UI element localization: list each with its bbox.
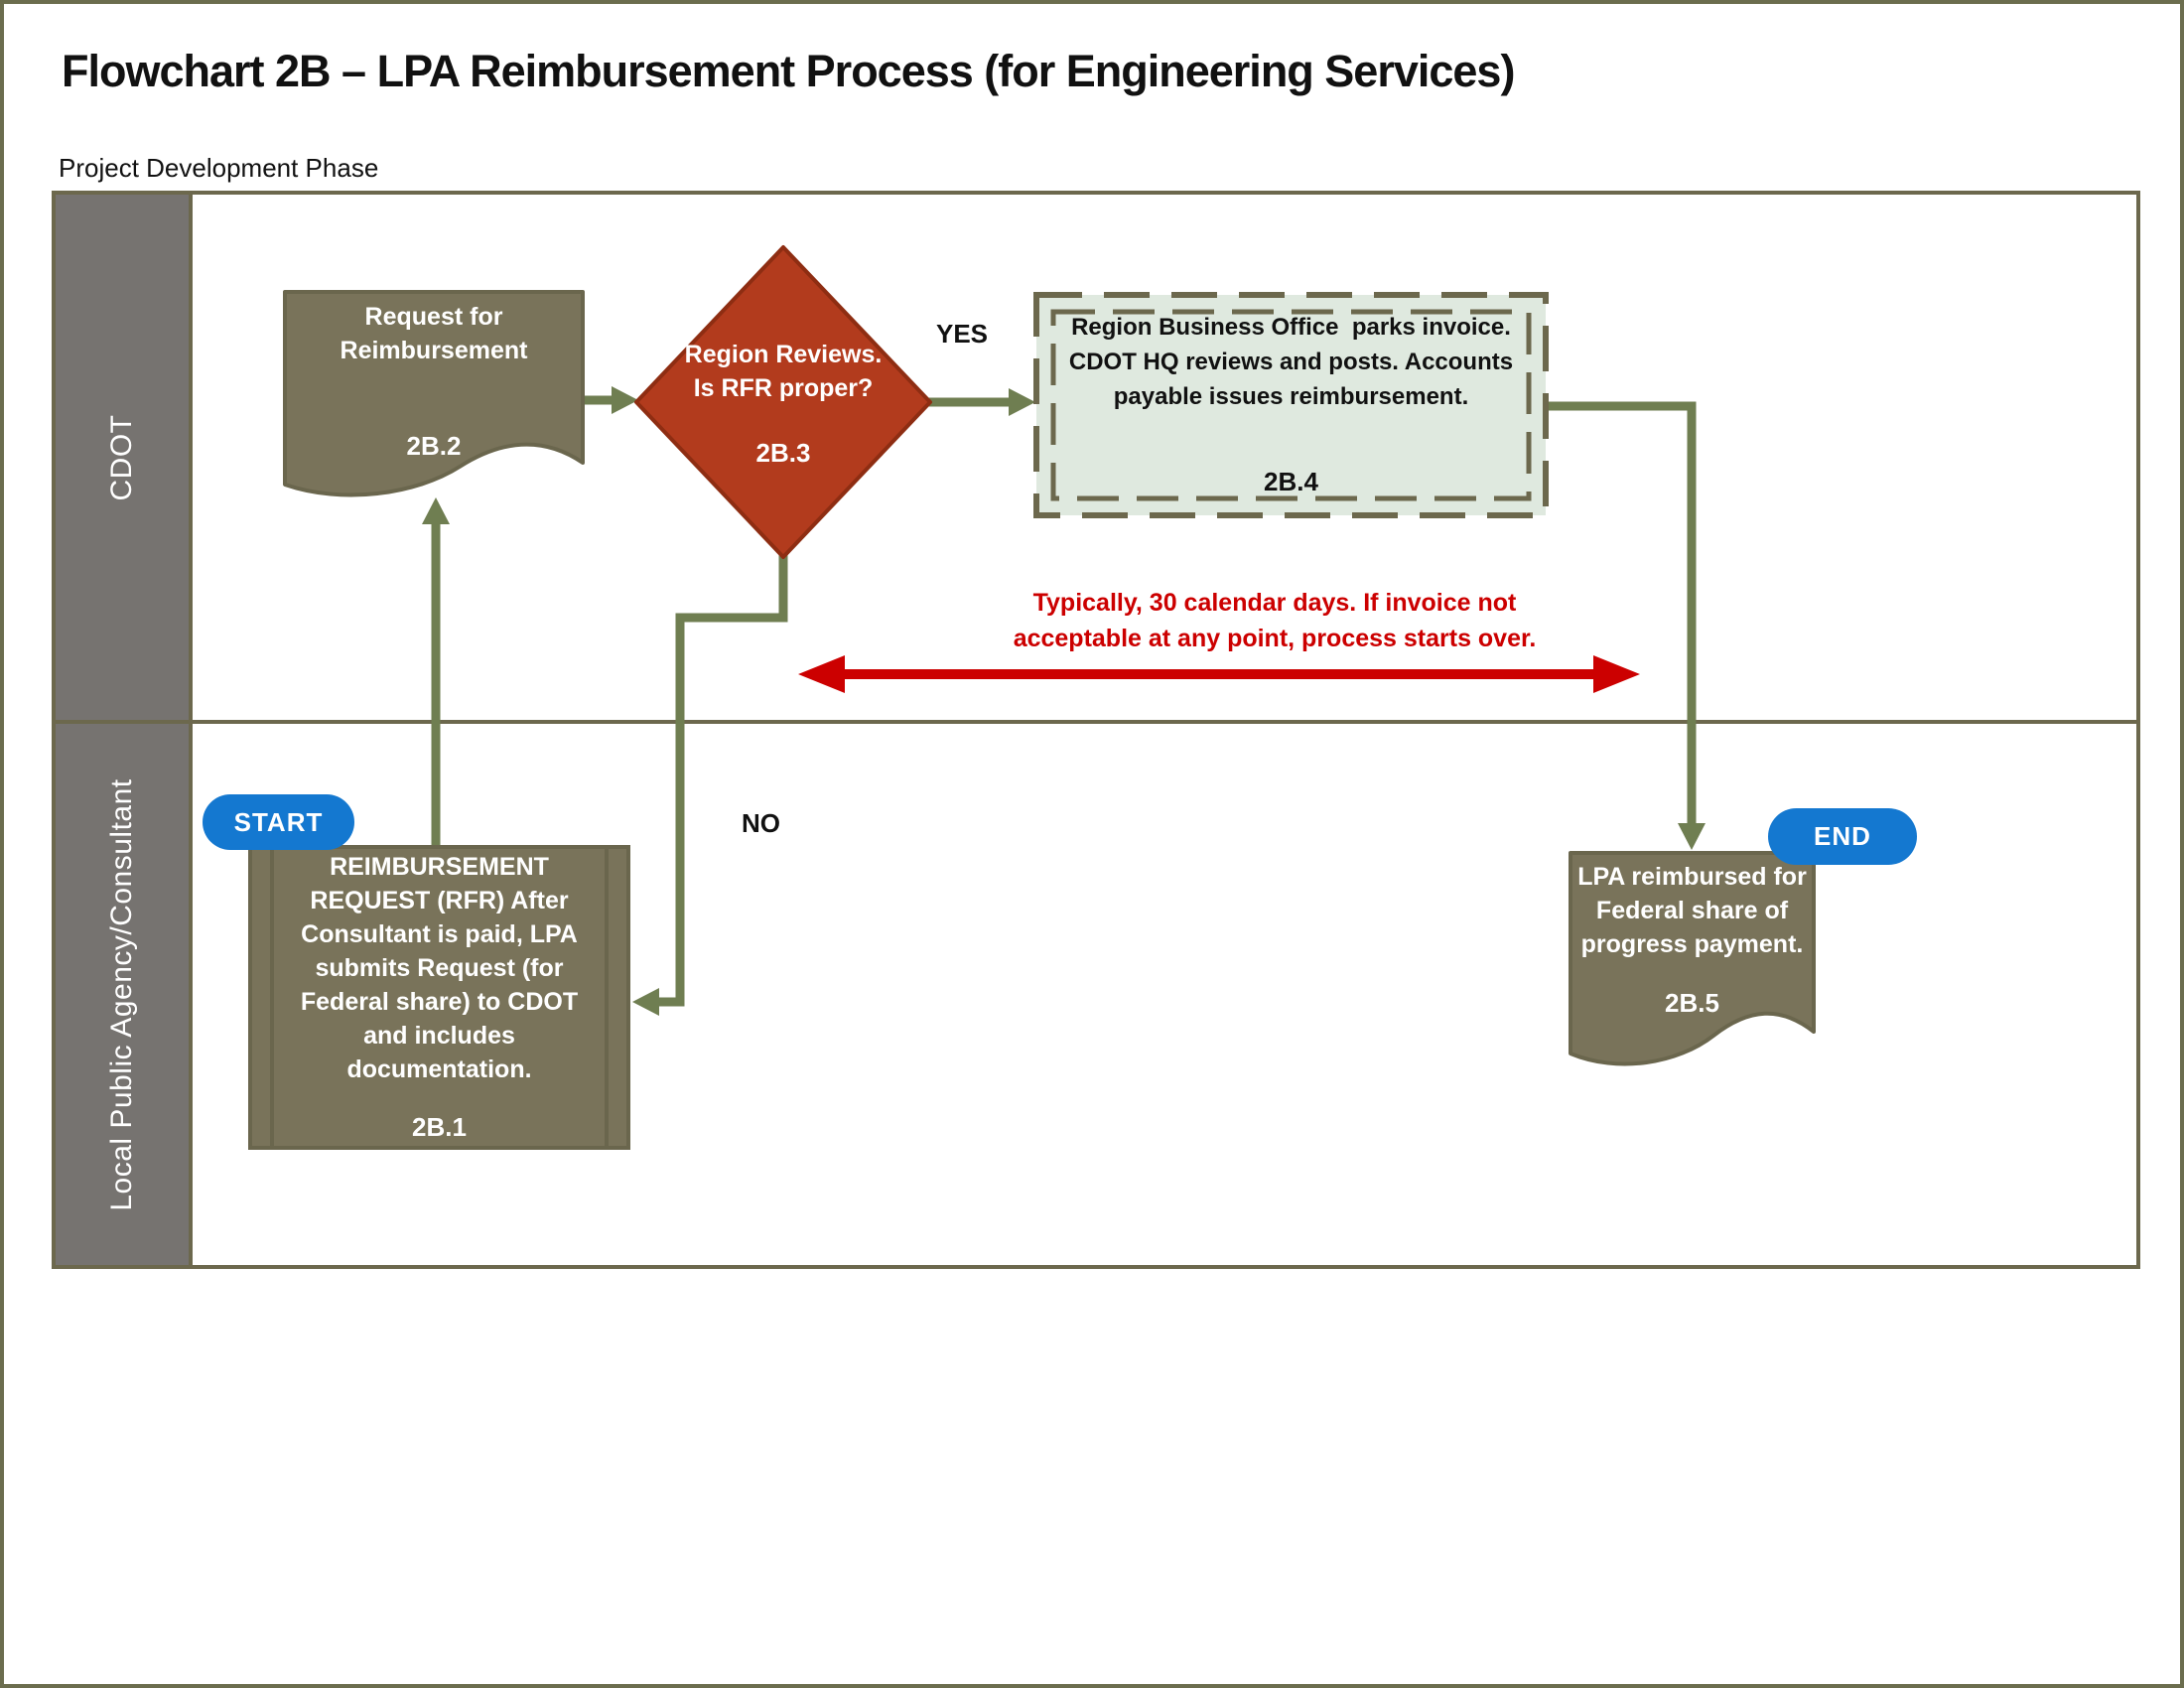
node-2b4-text: Region Business Office parks invoice. CD… — [1068, 314, 1514, 410]
node-2b1-text: REIMBURSEMENT REQUEST (RFR) After Consul… — [300, 853, 579, 1083]
node-2b2-text: Request for Reimbursement — [340, 303, 528, 364]
lane-label-lpa: Local Public Agency/Consultant — [105, 777, 138, 1211]
edge-label-no: NO — [742, 808, 780, 838]
lane-label-cdot: CDOT — [105, 414, 138, 500]
phase-label: Project Development Phase — [59, 153, 379, 183]
page-title: Flowchart 2B – LPA Reimbursement Process… — [62, 46, 1515, 96]
node-2b2-id: 2B.2 — [406, 431, 462, 461]
end-label: END — [1814, 821, 1871, 851]
node-2b4-id: 2B.4 — [1264, 467, 1318, 496]
end-terminator: END — [1768, 808, 1917, 865]
node-2b1-id: 2B.1 — [412, 1112, 467, 1142]
duration-note: Typically, 30 calendar days. If invoice … — [1013, 589, 1537, 652]
node-2b5-text: LPA reimbursed for Federal share of prog… — [1577, 863, 1807, 958]
lane-header-lpa: Local Public Agency/Consultant — [52, 720, 193, 1269]
node-2b3-text: Region Reviews. Is RFR proper? — [684, 341, 883, 402]
node-2b5-id: 2B.5 — [1665, 988, 1719, 1018]
node-2b3-id: 2B.3 — [755, 438, 811, 468]
edge-label-yes: YES — [935, 319, 989, 349]
start-label: START — [233, 806, 324, 837]
lane-divider — [52, 720, 2140, 724]
lane-header-cdot: CDOT — [52, 191, 193, 724]
start-terminator: START — [203, 794, 354, 850]
